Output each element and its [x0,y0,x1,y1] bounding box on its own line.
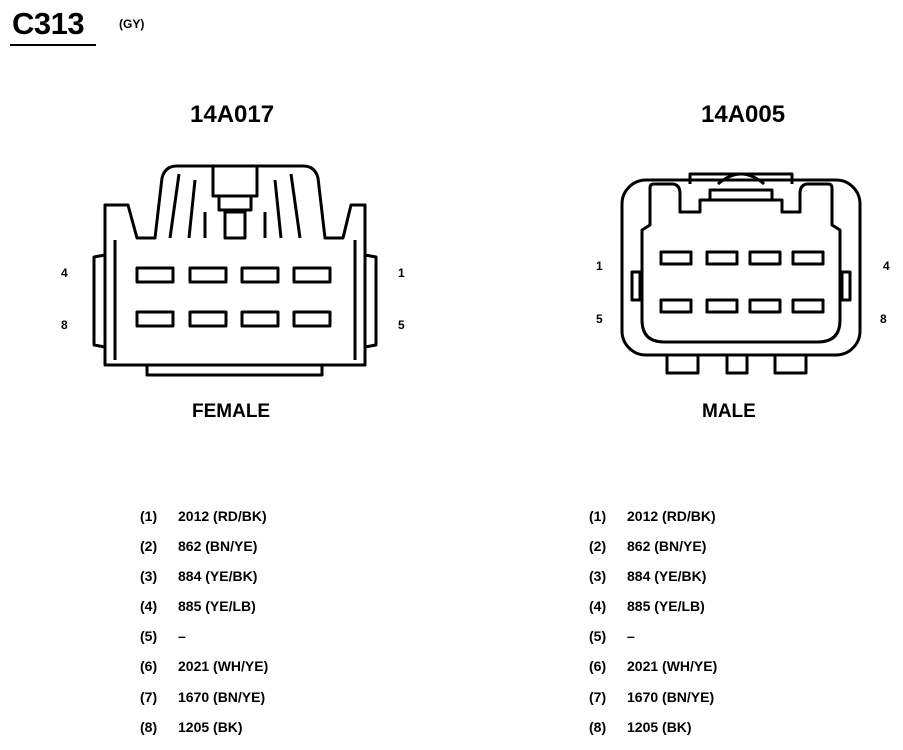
circuit-value: 2012 (RD/BK) [627,508,716,524]
pin-number: (3) [589,568,607,585]
pin-number: (8) [589,718,607,735]
circuit-value: 2021 (WH/YE) [627,658,718,675]
circuit-value: 1670 (BN/YE) [627,688,715,705]
female-pin-label-top-right: 1 [398,266,405,280]
male-label: MALE [702,401,756,422]
female-connector-drawing [92,164,378,377]
circuit-value: 1670 (BN/YE) [178,688,266,705]
pin-number: (7) [589,688,607,705]
pin-number: (6) [140,658,158,675]
pin-number: (2) [589,538,607,555]
circuit-value: – [627,628,635,645]
circuit-value: 885 (YE/LB) [627,598,705,615]
circuit-value: 1205 (BK) [178,718,243,735]
circuit-value: 884 (YE/BK) [627,568,707,585]
pin-number: (1) [140,508,158,524]
circuit-value: 2012 (RD/BK) [178,508,267,524]
male-part-number: 14A005 [701,101,786,128]
female-pin-label-top-left: 4 [61,266,68,280]
pin-number: (4) [589,598,607,615]
pin-number: (5) [589,628,607,645]
pin-number: (6) [589,658,607,675]
connector-color-code: (GY) [119,17,145,31]
circuit-value: 885 (YE/LB) [178,598,256,615]
connector-id: C313 [12,6,85,41]
pin-number: (8) [140,718,158,735]
circuit-value: 862 (BN/YE) [178,538,258,555]
male-pin-label-top-left: 1 [596,259,603,273]
circuit-value: 2021 (WH/YE) [178,658,269,675]
circuit-value: 1205 (BK) [627,718,692,735]
male-pin-label-bottom-right: 8 [880,312,887,326]
pin-number: (7) [140,688,158,705]
circuit-value: 862 (BN/YE) [627,538,707,555]
male-pin-label-bottom-left: 5 [596,312,603,326]
female-pin-label-bottom-left: 8 [61,318,68,332]
title-underline [10,44,96,46]
female-pin-label-bottom-right: 5 [398,318,405,332]
pin-number: (5) [140,628,158,645]
circuit-value: 884 (YE/BK) [178,568,258,585]
female-label: FEMALE [192,401,271,422]
male-pin-label-top-right: 4 [883,259,890,273]
pin-number: (2) [140,538,158,555]
female-part-number: 14A017 [190,101,275,128]
male-connector-drawing [620,172,862,375]
pin-number: (3) [140,568,158,585]
pin-number: (1) [589,508,607,524]
circuit-value: – [178,628,186,645]
pin-number: (4) [140,598,158,615]
